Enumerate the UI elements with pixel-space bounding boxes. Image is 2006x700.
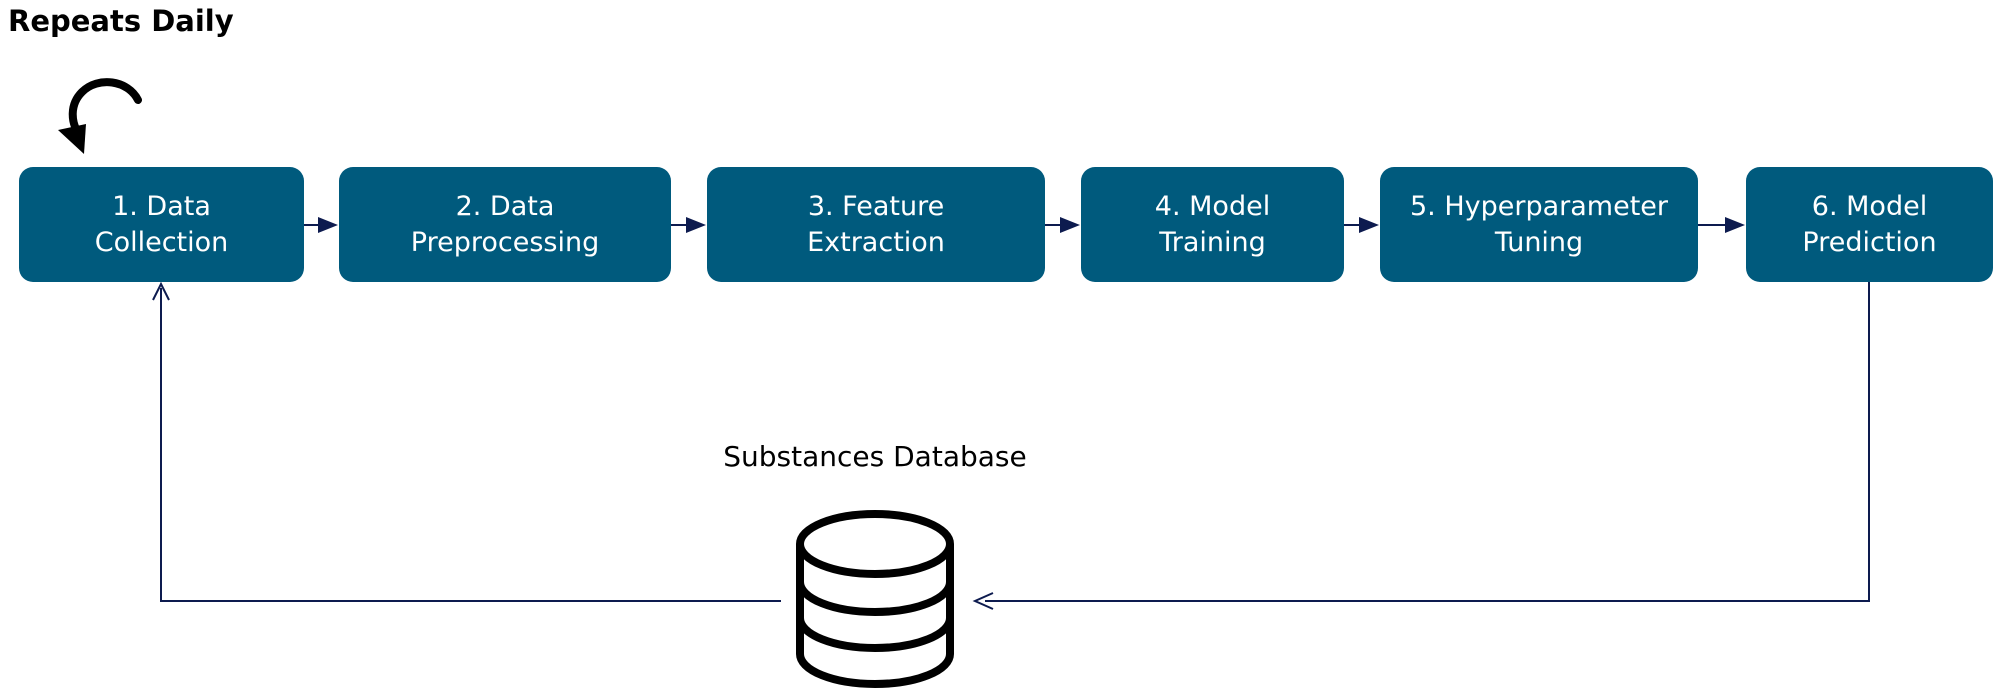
step-label-line2: Extraction bbox=[807, 226, 945, 258]
database-label: Substances Database bbox=[723, 440, 1027, 473]
step-label-line2: Tuning bbox=[1494, 226, 1584, 258]
database-icon bbox=[796, 510, 954, 688]
step-feature-extraction: 3. Feature Extraction bbox=[707, 167, 1045, 282]
step-data-preprocessing: 2. Data Preprocessing bbox=[339, 167, 671, 282]
step-label-line1: 5. Hyperparameter bbox=[1409, 190, 1669, 222]
step-arrow-4-5 bbox=[1344, 217, 1379, 233]
rotate-arrow-icon bbox=[58, 78, 142, 154]
step-arrow-1-2 bbox=[304, 217, 338, 233]
diagram-title: Repeats Daily bbox=[8, 4, 234, 38]
step-model-prediction: 6. Model Prediction bbox=[1746, 167, 1993, 282]
step-label-line1: 4. Model bbox=[1154, 190, 1271, 222]
step-hyperparameter-tuning: 5. Hyperparameter Tuning bbox=[1380, 167, 1698, 282]
step-label-line2: Preprocessing bbox=[410, 226, 600, 258]
step-label-line1: 6. Model bbox=[1811, 190, 1928, 222]
arrow-prediction-to-database bbox=[972, 282, 1870, 610]
step-label-line1: 1. Data bbox=[112, 190, 211, 222]
step-label-line1: 3. Feature bbox=[807, 190, 945, 222]
step-arrow-5-6 bbox=[1698, 217, 1745, 233]
step-label-line2: Training bbox=[1159, 226, 1266, 258]
step-label-line2: Prediction bbox=[1802, 226, 1937, 258]
arrow-database-to-collection bbox=[152, 281, 781, 602]
step-model-training: 4. Model Training bbox=[1081, 167, 1344, 282]
step-label-line2: Collection bbox=[94, 226, 229, 258]
step-label-line1: 2. Data bbox=[455, 190, 555, 222]
step-arrow-2-3 bbox=[671, 217, 706, 233]
step-arrow-3-4 bbox=[1045, 217, 1080, 233]
step-data-collection: 1. Data Collection bbox=[19, 167, 304, 282]
